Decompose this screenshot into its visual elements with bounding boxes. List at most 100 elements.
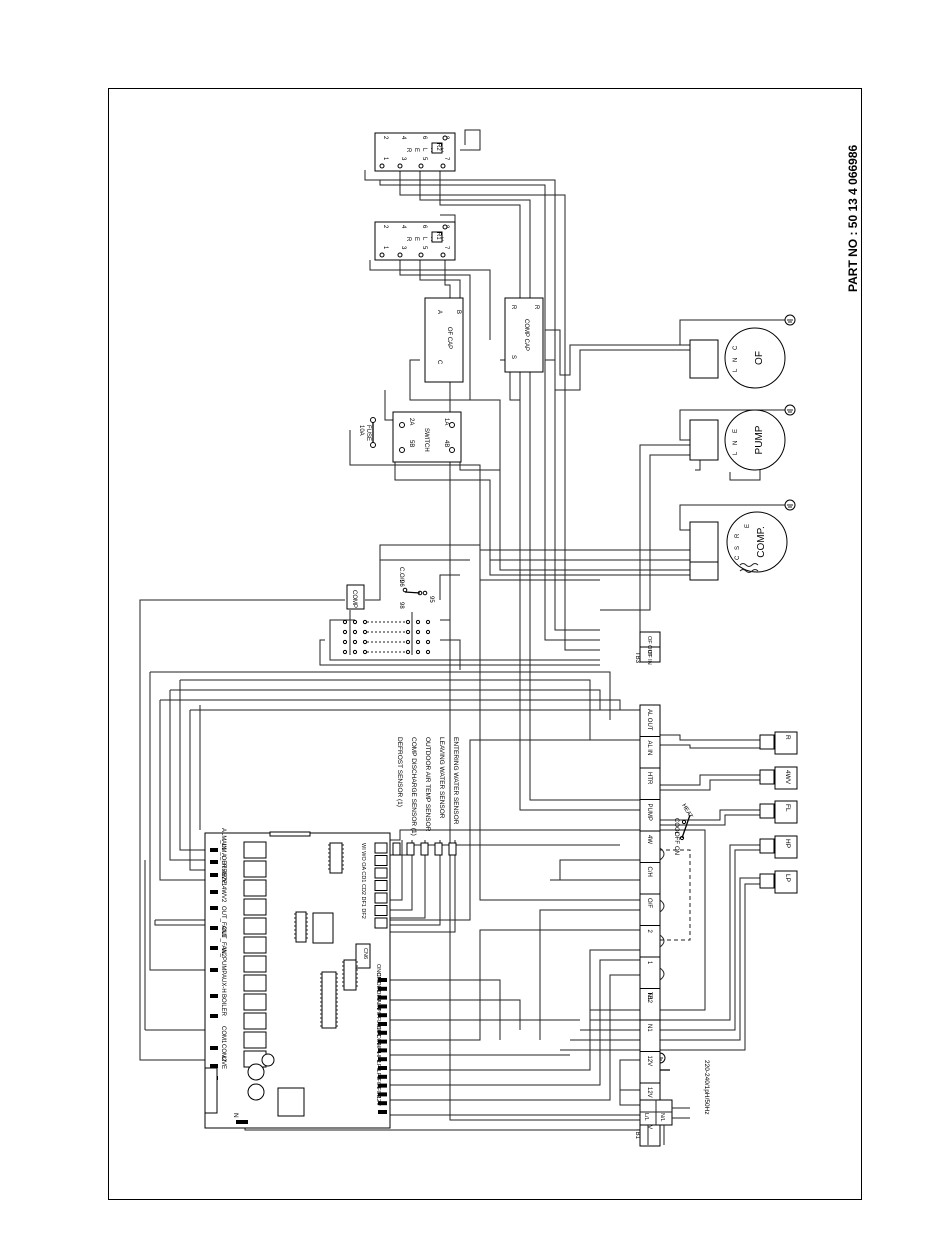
relay-terminal-label: 5 [421, 157, 427, 161]
tb2-jumper [659, 967, 665, 981]
pcb-input-pin [378, 986, 387, 991]
compressor-overload: C.O/L 96 98 95 [398, 567, 434, 609]
pcb-input-label: FO1 [375, 1078, 381, 1089]
pcb-output-label: A_FREEZE [220, 853, 226, 884]
pcb-relay [243, 860, 267, 878]
device-hp: HP [759, 835, 798, 859]
tb3-label: TB3 [634, 652, 640, 664]
pcb-output-pin [210, 994, 218, 998]
pcb-input-label: ONOFF [375, 964, 381, 984]
pcb-relay [243, 974, 267, 992]
switch-terminal-2a: 2A [408, 418, 414, 425]
sensor-label: ENTERING WATER SENSOR [452, 737, 459, 825]
relay-terminal-label: 5 [421, 246, 427, 250]
pcb-input-label: ALM [375, 999, 381, 1011]
contact-terminal [342, 629, 348, 635]
mode-on-label: ON [673, 846, 679, 855]
earth-icon [784, 404, 796, 416]
part-number: PART NO : 50 13 4 066986 [846, 144, 860, 292]
comp-motor-terminal-c: C [735, 555, 741, 560]
pcb-input-label: DE2 [375, 990, 381, 1001]
relay-pin [440, 163, 446, 169]
device-fl: FL [759, 800, 798, 824]
sensor-connector [374, 880, 388, 891]
sensor-plug [406, 842, 415, 856]
pcb-input-pin [378, 1066, 387, 1070]
relay-terminal-label: 3 [400, 246, 406, 250]
pcb-input-label: HP2 [375, 1052, 381, 1063]
pump-motor-terminal-n: N [733, 441, 739, 445]
tb3-of-out: OF OUT [646, 636, 652, 657]
terminal-block-tb3: TB3 OF OUT OF IN [634, 631, 661, 665]
sensor-connector [374, 867, 388, 879]
tb2-terminal-label: AL OUT [646, 709, 652, 731]
col-label: C.O/L [398, 567, 404, 583]
tb2-terminal-label: PUMP [646, 804, 652, 821]
contact-terminal [362, 629, 368, 635]
relay-pin [440, 252, 446, 258]
tb2-label: TB2 [646, 992, 652, 1004]
relay-pin [442, 224, 448, 230]
mode-heat-label: HEAT [680, 803, 693, 820]
pcb-output-pin [210, 860, 218, 864]
contact-terminal [362, 639, 368, 645]
pcb-output-pin [210, 1014, 218, 1018]
relay-terminal-label: 7 [443, 157, 449, 161]
device-label: R [784, 735, 791, 740]
of-motor-terminal-n: N [733, 358, 739, 362]
switch-label: SWITCH [423, 428, 429, 452]
terminal-block-tb1: TB1 L/L N/L 220-240/1pH/50Hz [634, 1060, 710, 1145]
sensor-label: OUTDOOR AIR TEMP SENSOR [424, 737, 431, 832]
tb2-terminal-label: N1 [646, 993, 652, 1001]
pcb-output-label: ALM_IN [220, 828, 226, 850]
pump-motor-label: PUMP [754, 425, 765, 454]
earth-icon [784, 314, 796, 326]
relay-pin [379, 252, 385, 258]
contact-terminal [342, 639, 348, 645]
col-terminal-95: 95 [428, 596, 434, 603]
pcb-input-pin [378, 1022, 387, 1026]
pcb-input-pin [378, 1013, 387, 1018]
pcb-output-label: W_PUMP [220, 948, 226, 974]
contact-terminal [362, 649, 368, 655]
pcb-input-pin [378, 1110, 387, 1114]
pcb-input-pin [378, 1057, 387, 1062]
tb2-terminal-label: N1 [646, 1024, 652, 1032]
device-label: FL [784, 804, 791, 812]
device-label: HP [784, 839, 791, 848]
contact-terminal [342, 619, 348, 625]
device-4wv: 4WV [759, 766, 798, 790]
pcb-output-label: COM2 [220, 1044, 226, 1062]
contact-terminal [405, 639, 411, 645]
pcb-input-pin [378, 1004, 387, 1009]
pcb-output-pin [210, 926, 218, 930]
tb2-terminal-label: C/H [646, 867, 652, 877]
pcb-input-pin [378, 1074, 387, 1079]
pcb-relay [243, 993, 267, 1011]
pcb-input-label: HP1 [375, 1043, 381, 1054]
relay-letter: R [405, 237, 411, 242]
contact-terminal [352, 649, 358, 655]
earth-icon [784, 499, 796, 511]
pcb-output-label: 4WV2 [220, 886, 226, 903]
pcb-output-pin [210, 848, 218, 852]
comp-contactor-label: COMP [351, 590, 357, 608]
pcb-relay [243, 841, 267, 859]
contact-terminal [362, 619, 368, 625]
relay-coil [431, 142, 443, 154]
switch: SWITCH 2A 5B 1A 4B [392, 411, 462, 463]
pump-motor-terminal-l: L [733, 451, 739, 455]
device-r: R [759, 731, 798, 755]
pcb-output-label: ALM_OUT [220, 840, 226, 869]
pcb-input-pin [378, 978, 387, 982]
tb2-terminal-label: O/F [646, 898, 652, 908]
sensor-labels: DEFROST SENSOR (1)COMP DISCHARGE SENSOR … [392, 737, 459, 856]
relay-r1: 13572468RELAYR1 [374, 221, 456, 261]
comp-motor-label: COMP. [756, 526, 767, 558]
pcb-relay [243, 1031, 267, 1049]
pcb-output-label: BOILER [220, 994, 226, 1017]
contact-terminal [425, 649, 431, 655]
